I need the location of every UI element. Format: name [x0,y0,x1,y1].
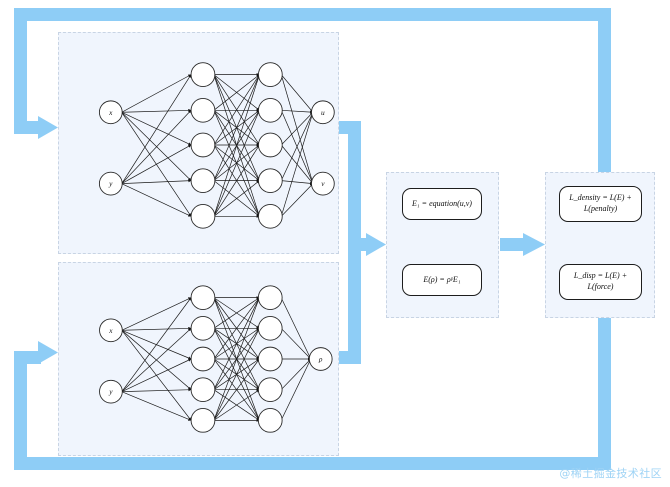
output-node-v: v [311,171,335,196]
networks-to-equations-arrow [339,121,386,364]
input-node-y-label: y [108,179,113,188]
displacement-loss-box: L_disp = L(E) + L(force) [559,264,642,300]
hidden-node [190,62,216,87]
hidden-node [190,132,216,158]
density-network-graph: x y ρ [99,285,333,433]
equations-to-losses-arrow [500,233,545,256]
hidden-node [190,285,216,310]
network-edges [121,73,314,218]
network-edges [121,296,312,422]
hidden-node [257,315,283,341]
density-energy-box: E(ρ) = ρᵖE₁ [402,264,482,296]
output-node-rho: ρ [308,347,333,371]
input-node-x-label: x [108,108,113,117]
hidden-node [190,315,216,341]
input-node-x: x [98,100,123,125]
input-node-y: y [99,379,123,404]
hidden-node [190,408,216,433]
output-node-u: u [311,100,335,125]
density-loss-box: L_density = L(E) + L(penalty) [559,186,642,222]
hidden-node [257,346,283,372]
hidden-node [190,377,216,403]
energy-equation-text: E₁ = equation(u,v) [412,198,472,208]
hidden-node [257,408,283,433]
hidden-node [190,346,216,372]
hidden-node [258,62,283,87]
hidden-node [257,377,283,403]
hidden-node [258,97,283,123]
output-node-u-label: u [321,108,325,117]
energy-equation-box: E₁ = equation(u,v) [402,188,482,220]
hidden-node [258,168,283,193]
input-node-y: y [98,171,123,196]
density-network-panel: x y ρ [58,262,339,456]
hidden-node [190,97,216,123]
input-node-x-label: x [108,326,113,335]
hidden-node [258,132,283,158]
input-node-y-label: y [108,387,113,396]
output-node-v-label: v [321,179,325,188]
displacement-network-panel: x y u v [58,32,339,254]
hidden-node [258,203,283,229]
density-loss-text: L_density = L(E) + L(penalty) [569,193,632,213]
watermark: @稀土掘金技术社区 [559,467,662,480]
hidden-node [257,285,283,310]
displacement-network-graph: x y u v [98,62,335,229]
hidden-node [190,203,216,229]
hidden-node [190,168,216,193]
input-node-x: x [99,318,123,343]
displacement-loss-text: L_disp = L(E) + L(force) [573,271,628,291]
output-node-rho-label: ρ [318,355,323,364]
density-energy-text: E(ρ) = ρᵖE₁ [423,274,461,284]
